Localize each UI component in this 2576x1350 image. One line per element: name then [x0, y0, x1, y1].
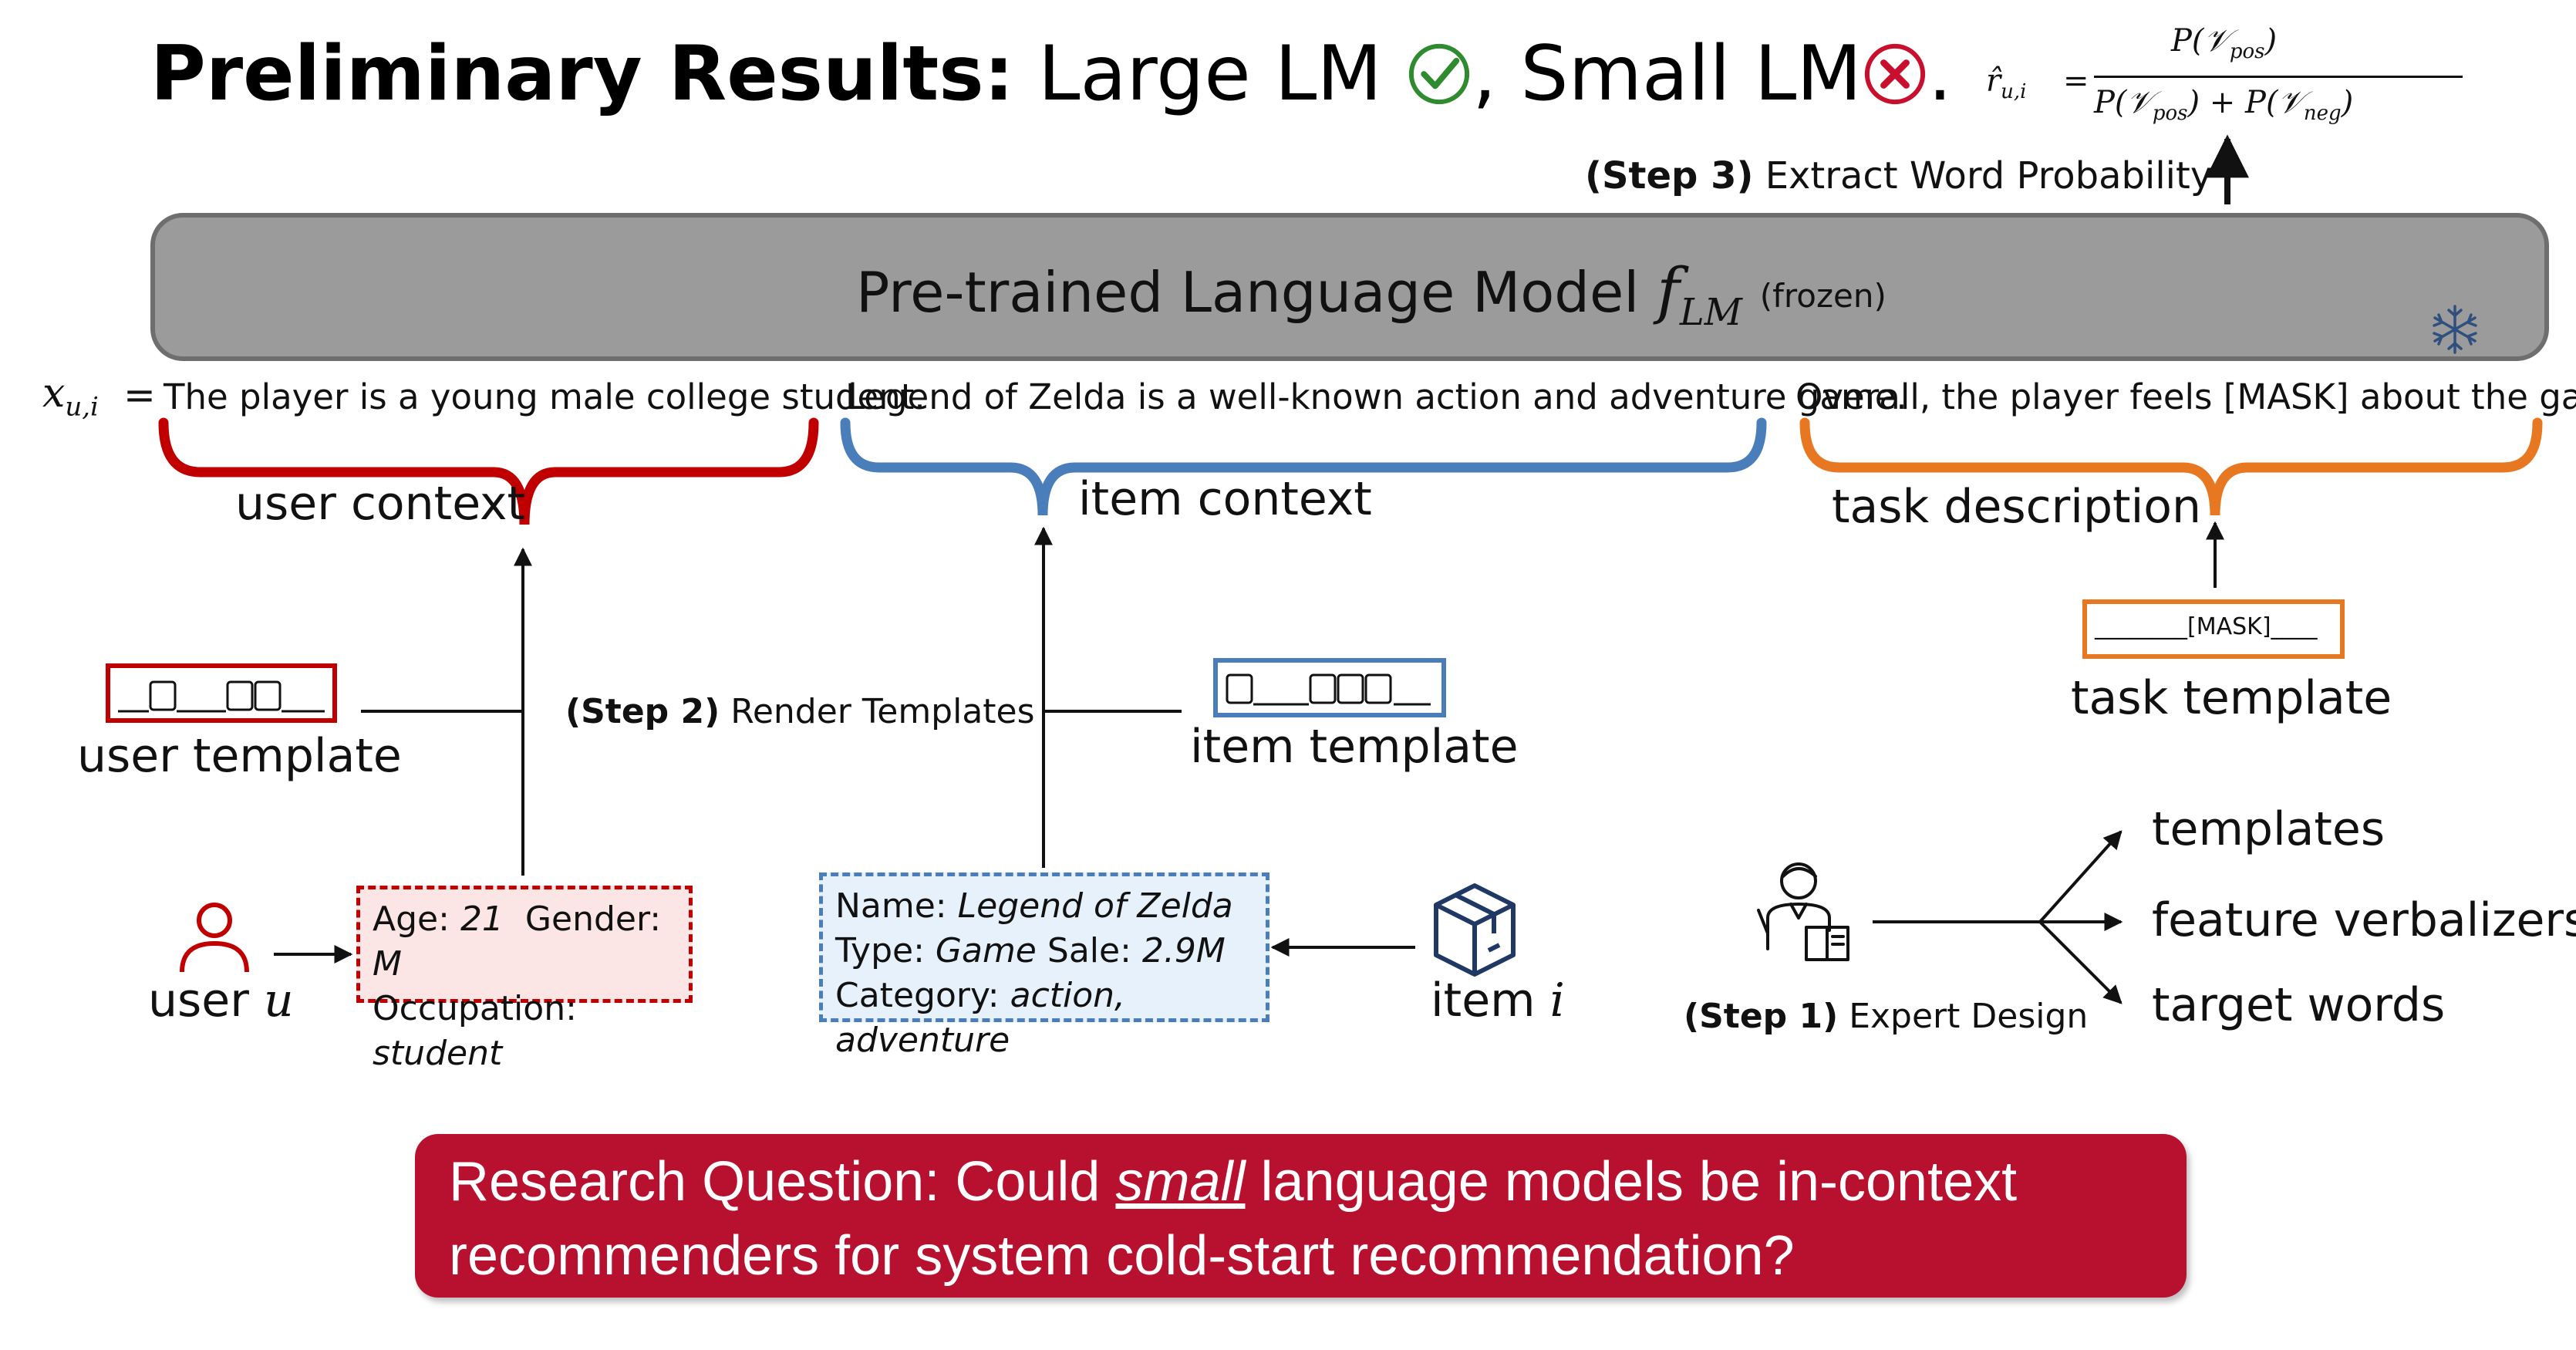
task-description-label: task description — [1832, 480, 2201, 534]
input-symbol: xu,i — [42, 370, 99, 423]
title-comma: , — [1472, 30, 1497, 118]
expert-icon — [1757, 862, 1849, 961]
title-period: . — [1927, 30, 1953, 118]
check-circle-icon — [1408, 43, 1470, 105]
formula-equals: = — [2063, 63, 2089, 99]
user-entity-label: user u — [148, 974, 294, 1028]
item-type-row: Type: Game Sale: 2.9M — [835, 931, 1226, 970]
expert-arrow-templates — [2038, 830, 2123, 923]
item-entity-label: item i — [1431, 974, 1565, 1028]
task-description-bracket — [1799, 417, 2543, 516]
cross-circle-icon — [1864, 43, 1926, 105]
language-model-label: Pre-trained Language Model fLM (frozen) — [856, 255, 1886, 334]
lm-symbol: fLM — [1657, 255, 1742, 334]
formula-denominator: P(𝒱pos) + P(𝒱neg) — [2094, 85, 2354, 125]
research-question-banner: Research Question: Could small language … — [415, 1134, 2187, 1298]
language-model-box — [150, 213, 2549, 361]
item-category-row: Category: action, adventure — [835, 976, 1126, 1060]
user-template-slots — [118, 680, 325, 713]
user-context-label: user context — [235, 477, 526, 531]
task-template-box: ________[MASK]____ — [2082, 599, 2345, 659]
user-features-box: Age: 21 Gender: M Occupation: student — [356, 886, 693, 1073]
user-template-label: user template — [77, 729, 402, 783]
user-occupation-row: Occupation: student — [373, 989, 577, 1073]
item-template-box — [1213, 658, 1446, 717]
task-sentence: Overall, the player feels [MASK] about t… — [1795, 376, 2576, 417]
item-context-label: item context — [1078, 472, 1372, 526]
box-icon — [1434, 883, 1516, 977]
formula-lhs: r̂u,i — [1986, 63, 2027, 103]
item-context-bracket — [840, 417, 1767, 516]
formula-fraction-bar — [2094, 76, 2463, 78]
task-template-label: task template — [2071, 671, 2392, 725]
item-template-slots — [1226, 673, 1431, 706]
snowflake-icon — [2433, 305, 2477, 354]
item-features-box: Name: Legend of Zelda Type: Game Sale: 2… — [819, 872, 1269, 1060]
expert-output-verbalizers: feature verbalizers — [2152, 893, 2576, 947]
item-name-row: Name: Legend of Zelda — [835, 886, 1233, 926]
user-age-row: Age: 21 Gender: M — [373, 899, 662, 984]
task-template-text: ________[MASK]____ — [2095, 613, 2318, 640]
frozen-tag: (frozen) — [1759, 277, 1886, 315]
expert-output-target-words: target words — [2152, 978, 2446, 1032]
expert-output-templates: templates — [2152, 802, 2385, 856]
slide-title: Preliminary Results: Large LM , Small LM… — [150, 31, 1952, 118]
title-large: Large LM — [1037, 30, 1382, 118]
input-equals: = — [123, 373, 156, 417]
item-template-label: item template — [1190, 720, 1519, 774]
title-bold: Preliminary Results: — [150, 30, 1014, 118]
item-sentence: Legend of Zelda is a well-known action a… — [845, 376, 1907, 417]
user-context-bracket — [158, 417, 819, 525]
user-sentence: The player is a young male college stude… — [164, 376, 926, 417]
research-question-line2: recommenders for system cold-start recom… — [449, 1225, 1795, 1287]
step3-label: (Step 3) Extract Word Probability — [1585, 154, 2213, 197]
research-question-line1: Research Question: Could small language … — [449, 1151, 2018, 1213]
expert-arrow-targets — [2038, 920, 2123, 1004]
title-small: Small LM — [1520, 30, 1862, 118]
formula-numerator: P(𝒱pos) — [2171, 23, 2278, 63]
step2-label: (Step 2) Render Templates — [565, 692, 1035, 731]
person-icon — [180, 903, 249, 973]
step1-label: (Step 1) Expert Design — [1684, 997, 2089, 1036]
user-template-box — [106, 663, 337, 723]
